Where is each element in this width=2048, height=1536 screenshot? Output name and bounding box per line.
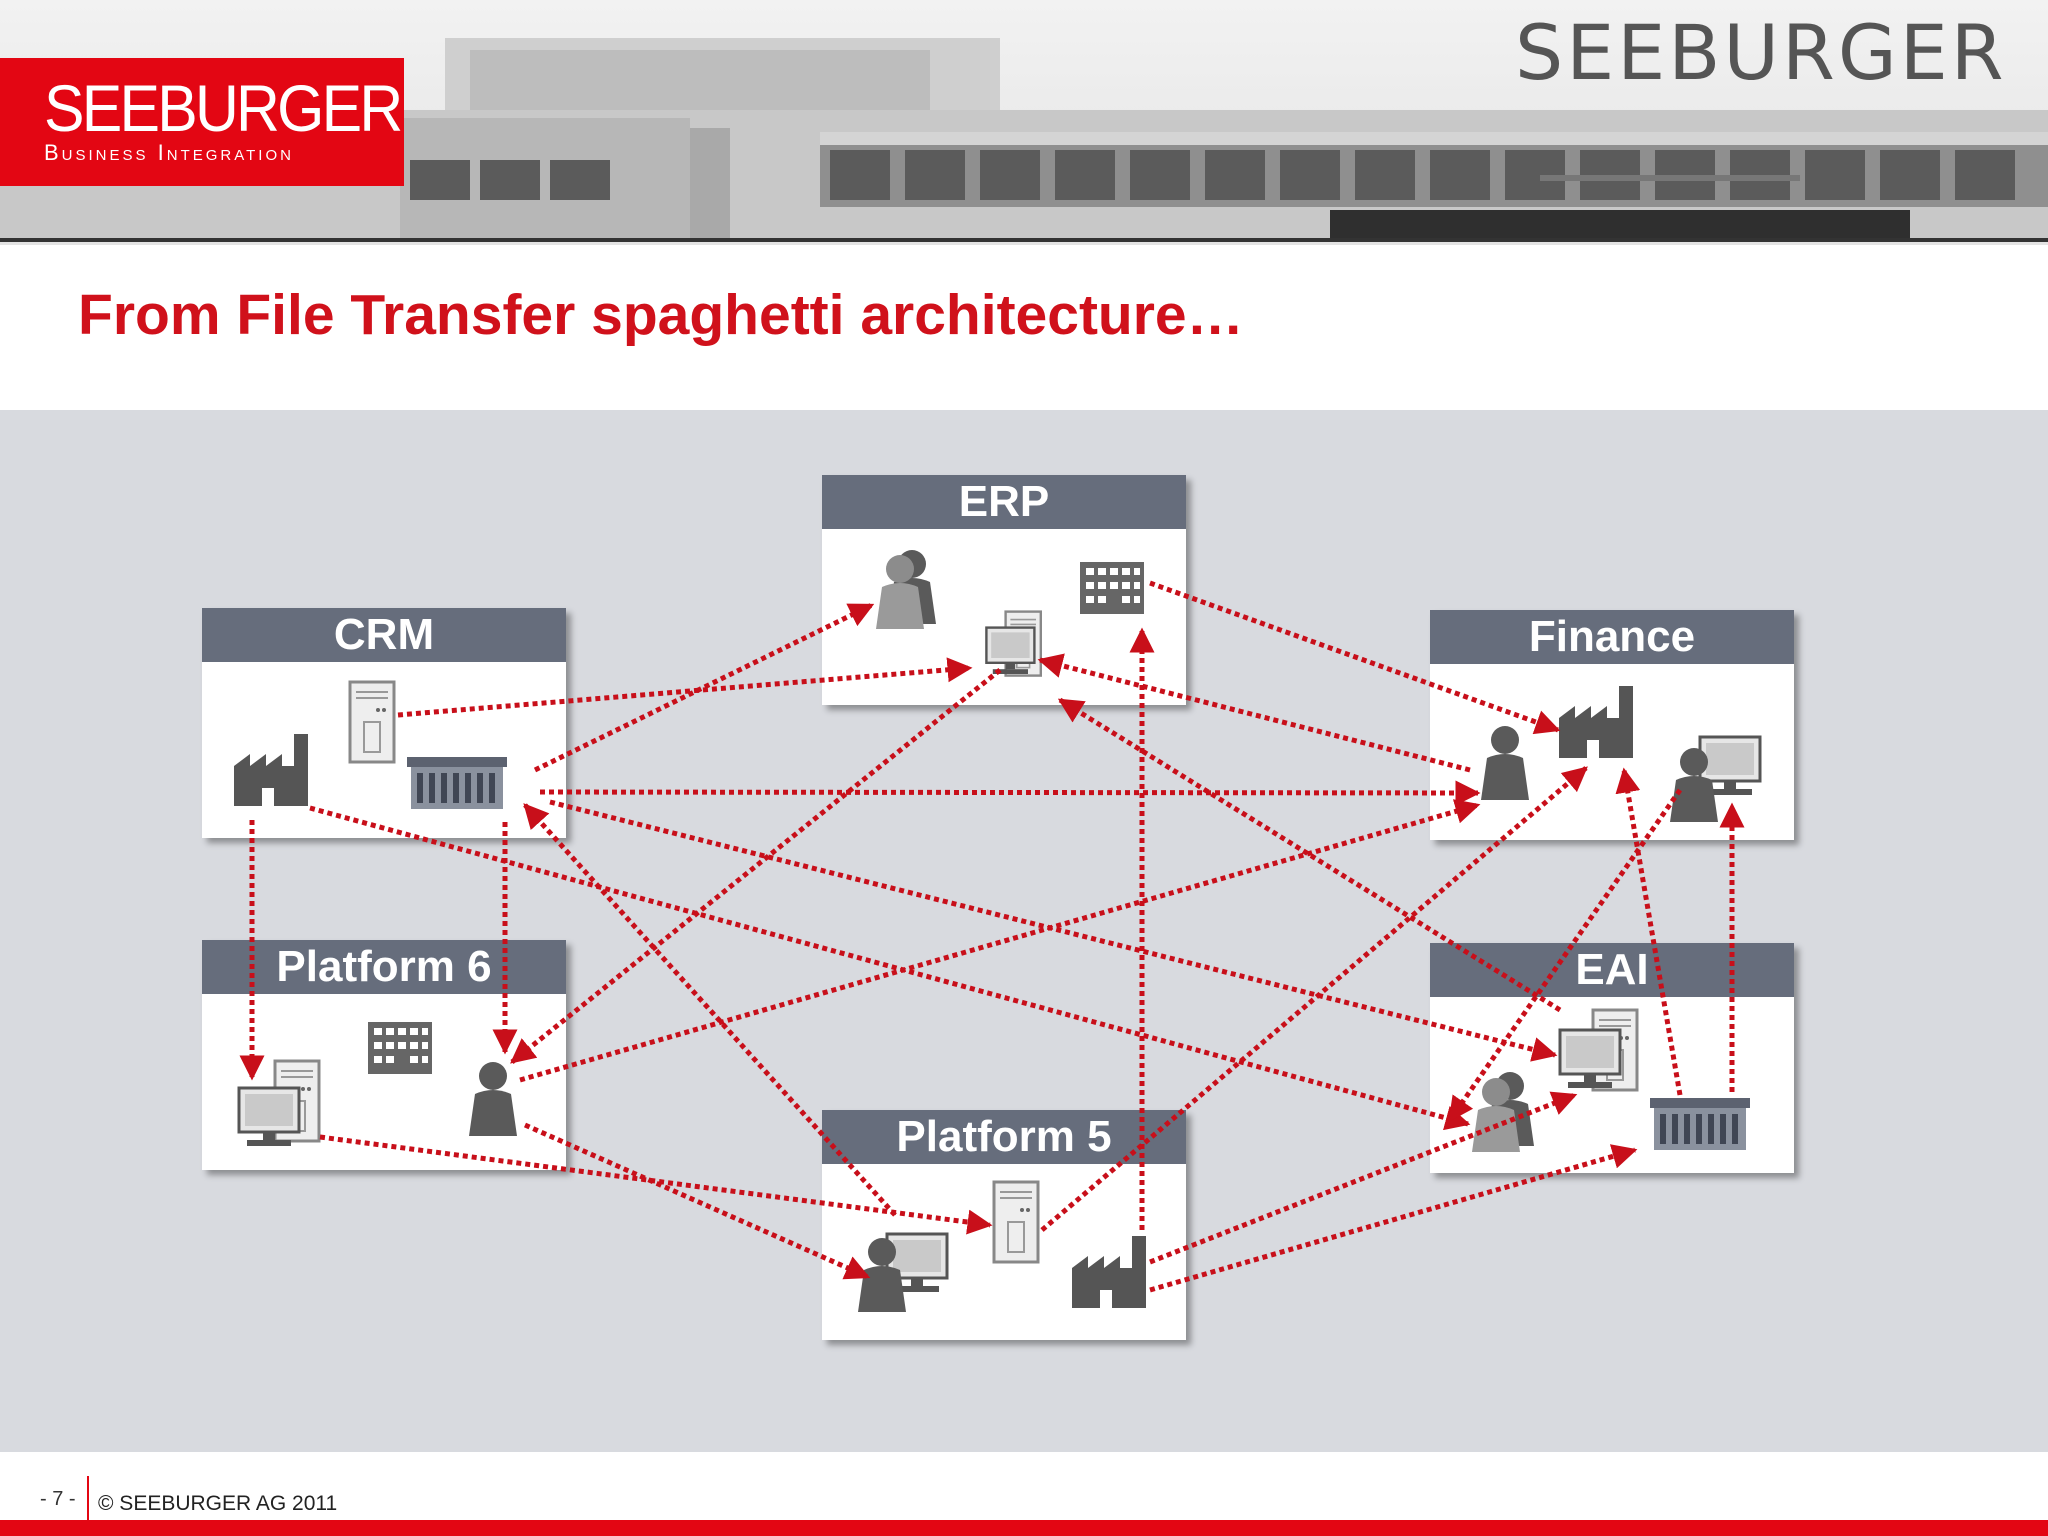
node-crm-title: CRM	[202, 608, 566, 662]
factory-icon	[234, 734, 308, 806]
node-crm: CRM	[202, 608, 566, 838]
logo	[0, 58, 404, 186]
computer-icon	[985, 610, 1043, 677]
node-erp-title: ERP	[822, 475, 1186, 529]
computer-icon	[1558, 1008, 1639, 1092]
page-number: - 7 -	[40, 1488, 76, 1510]
server-icon	[992, 1180, 1040, 1264]
node-finance-title: Finance	[1430, 610, 1794, 664]
footer-divider	[87, 1476, 89, 1520]
users-icon	[1472, 1072, 1534, 1152]
connection-lines	[239, 580, 1745, 1293]
factory-icon	[1559, 686, 1633, 758]
office-icon	[1080, 562, 1144, 614]
node-platform5-title: Platform 5	[822, 1110, 1186, 1164]
node-erp: ERP	[822, 475, 1186, 705]
logo-text: SEEBURGER	[44, 71, 403, 145]
factory-icon	[1072, 1236, 1146, 1308]
person-at-computer-icon	[1670, 735, 1762, 822]
person-icon	[469, 1062, 517, 1136]
building-icon	[1650, 1098, 1750, 1150]
copyright: © SEEBURGER AG 2011	[98, 1492, 338, 1515]
server-icon	[348, 680, 396, 764]
building-icon	[407, 757, 507, 809]
slide-title: From File Transfer spaghetti architectur…	[78, 283, 1244, 347]
person-icon	[1481, 726, 1529, 800]
office-icon	[368, 1022, 432, 1074]
person-at-computer-icon	[858, 1232, 949, 1312]
header-banner: SEEBURGER Business Integration SEEBURGER	[0, 0, 2048, 245]
logo-subtitle: Business Integration	[44, 140, 294, 165]
users-icon	[876, 550, 936, 629]
footer-bar	[0, 1520, 2048, 1536]
building-sign: SEEBURGER	[1515, 8, 2007, 97]
